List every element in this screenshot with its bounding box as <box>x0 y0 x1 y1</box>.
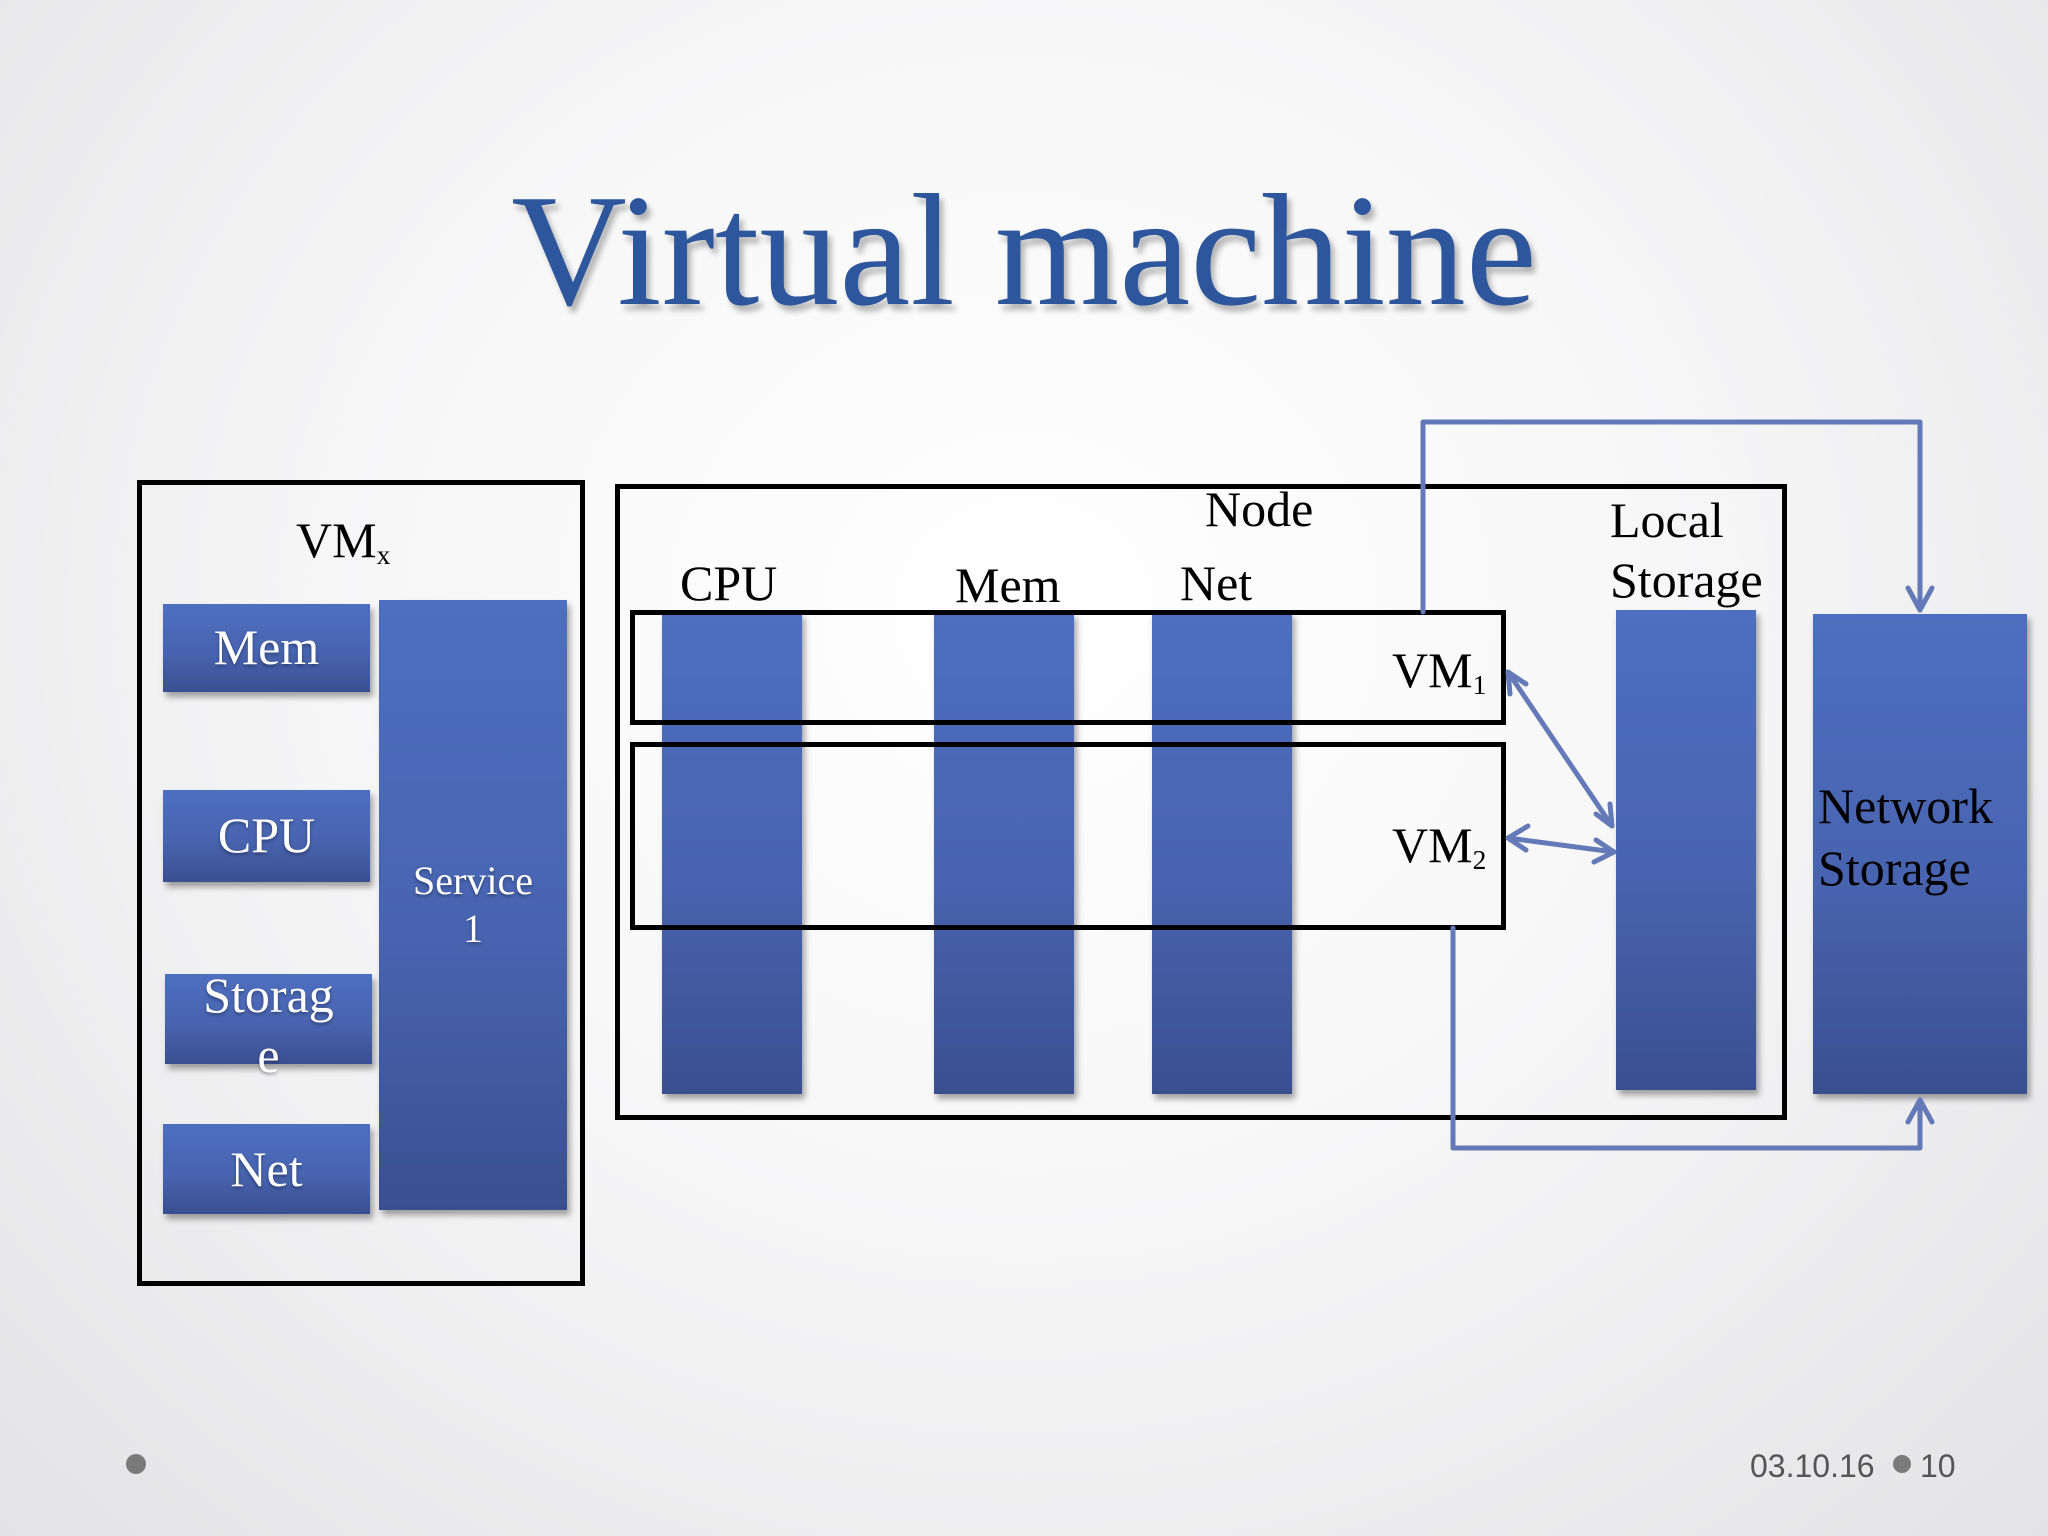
vmx-cpu-label: CPU <box>217 807 316 863</box>
vmx-cpu-block: CPU <box>163 790 370 882</box>
node-box <box>615 484 1787 1120</box>
vm2-arrowhead <box>1505 823 1531 853</box>
slide-title: Virtual machine <box>511 161 1537 339</box>
node-net-column <box>1152 612 1292 1094</box>
vm1-local-storage-arrow <box>1505 669 1615 829</box>
vmx-net-block: Net <box>163 1124 370 1214</box>
network-storage-label: Network Storage <box>1818 778 1993 896</box>
vm1-label: VM1 <box>1392 642 1487 700</box>
node-mem-column <box>934 612 1074 1094</box>
vm1-arrowhead <box>1505 669 1529 697</box>
vm1-row <box>630 610 1506 725</box>
footer-date: 03.10.16 <box>1750 1448 1875 1484</box>
vmx-mem-label: Mem <box>213 619 320 675</box>
local-storage-arrowhead-a <box>1593 801 1615 829</box>
service-1-label: Service 1 <box>413 858 533 951</box>
node-cpu-column <box>662 612 802 1094</box>
vm2-label: VM2 <box>1392 817 1487 875</box>
vm2-local-storage-arrow <box>1505 835 1617 855</box>
node-label: Node <box>1205 481 1314 537</box>
vmx-mem-block: Mem <box>163 604 370 692</box>
vmx-storage-label: Storag e <box>203 967 334 1083</box>
vmx-net-label: Net <box>230 1141 303 1197</box>
vmx-label: VMx <box>296 512 391 570</box>
vm2-to-network-storage-arrow <box>1450 925 1923 1151</box>
service-1-block: Service 1 <box>379 600 567 1210</box>
vmx-box <box>137 480 585 1286</box>
network-storage-block <box>1813 614 2027 1094</box>
page-number: 10 <box>1920 1448 1956 1484</box>
network-storage-arrowhead-top <box>1905 585 1935 613</box>
node-mem-label: Mem <box>955 557 1061 613</box>
vmx-storage-block <box>165 974 372 1064</box>
vm1-to-network-storage-arrow <box>1420 419 1923 615</box>
vm2-row <box>630 742 1506 930</box>
footer-left-bullet-icon <box>126 1454 146 1474</box>
node-net-label: Net <box>1180 555 1253 611</box>
footer-bullet-icon <box>1893 1455 1911 1473</box>
local-storage-column <box>1616 610 1756 1090</box>
node-cpu-label: CPU <box>680 555 778 611</box>
local-storage-arrowhead-b <box>1591 837 1617 865</box>
network-storage-arrowhead-bottom <box>1905 1097 1935 1125</box>
local-storage-label: Local Storage <box>1610 492 1763 608</box>
